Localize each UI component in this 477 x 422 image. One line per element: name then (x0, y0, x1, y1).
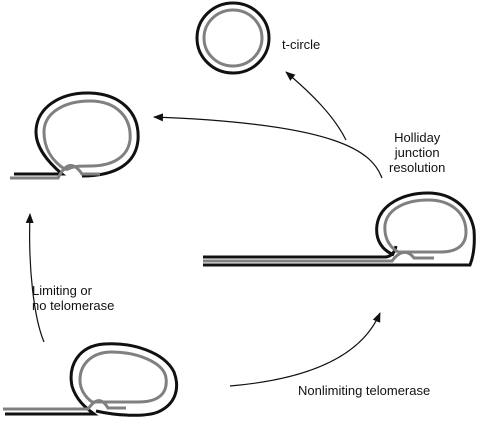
arrow-nonlimiting-telomerase (229, 312, 381, 387)
t-loop-right-outer-strand (203, 191, 476, 267)
nonlimiting-telomerase-label: Nonlimiting telomerase (298, 383, 430, 398)
t-circle-outer-strand (195, 1, 271, 75)
t-loop-top-left-outer-strand (14, 91, 140, 178)
t-loop-bottom-left (3, 342, 179, 417)
t-loop-right-inner-strand (203, 198, 468, 263)
arrow-holliday-resolution-to-t-circle (285, 71, 347, 141)
arrow-holliday-resolution-to-shortened (153, 113, 383, 179)
limiting-telomerase-label: Limiting or no telomerase (32, 283, 114, 313)
t-circle-inner-strand (202, 8, 264, 68)
t-circle-label: t-circle (282, 37, 320, 52)
limiting-label-line-2: no telomerase (32, 298, 115, 313)
holliday-label-line-1: Holliday (394, 130, 441, 145)
holliday-junction-resolution-label: Holliday junction resolution (389, 130, 445, 175)
t-loop-top-left (10, 91, 140, 180)
limiting-label-line-1: Limiting or (32, 283, 92, 298)
t-loop-bottom-left-inner-strand (3, 350, 168, 411)
nonlimiting-label-text: Nonlimiting telomerase (298, 383, 431, 398)
t-circle-label-text: t-circle (282, 37, 321, 52)
holliday-label-line-2: junction (394, 145, 440, 160)
t-loop-right (203, 191, 476, 267)
t-circle-structure (195, 1, 271, 75)
t-loop-bottom-left-outer-strand (5, 342, 179, 417)
arrow-limiting-telomerase (25, 213, 45, 343)
t-loop-top-left-inner-strand (10, 99, 132, 180)
holliday-label-line-3: resolution (389, 160, 446, 175)
